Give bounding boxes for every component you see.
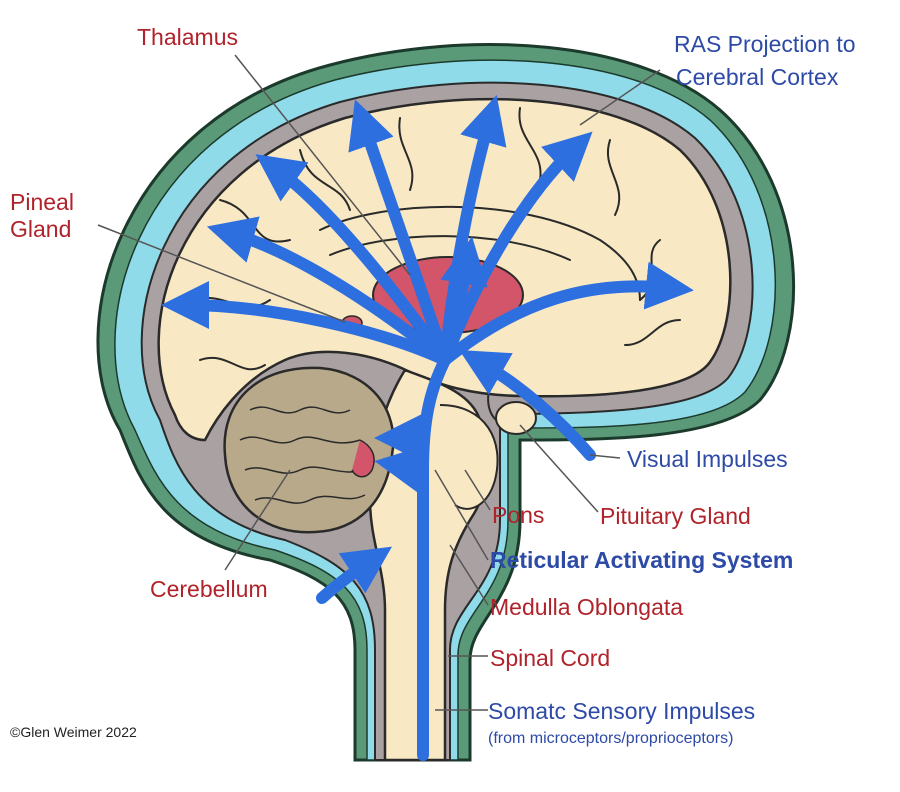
cerebellum (223, 366, 395, 534)
ras-arrow-thalamus (439, 236, 488, 366)
visual-impulse-arrow (459, 350, 596, 461)
label-spinal-cord: Spinal Cord (490, 645, 611, 671)
leader-pons (464, 469, 491, 511)
ras-arrow-posterior-2 (206, 216, 451, 366)
ras-arrow-superior-2 (348, 99, 451, 366)
label-medulla-oblongata: Medulla Oblongata (490, 594, 684, 620)
label-pons: Pons (492, 502, 545, 528)
cerebellum-input-arrow (374, 414, 429, 463)
label-pineal-gland-line1: Pineal (10, 189, 74, 215)
label-somatic-sensory-impulses: Somatc Sensory Impulses (488, 698, 756, 724)
ras-pathway-arrows (161, 94, 694, 761)
label-pituitary-gland: Pituitary Gland (600, 503, 751, 529)
leader-thalamus (234, 54, 411, 276)
leader-cerebellum (224, 469, 291, 571)
pons-bulge (439, 404, 499, 510)
label-cerebellum: Cerebellum (150, 576, 268, 602)
leader-reticular (434, 469, 489, 561)
leader-medulla (449, 544, 489, 606)
label-somatic-sensory-subtitle: (from microceptors/proprioceptors) (488, 730, 734, 747)
leader-ras-projection (579, 69, 661, 126)
label-reticular-activating-system: Reticular Activating System (490, 547, 794, 573)
ras-arrow-anterior-2 (439, 261, 694, 366)
leader-lines (97, 54, 661, 711)
leader-pineal (97, 224, 346, 323)
label-thalamus: Thalamus (137, 24, 238, 50)
label-pineal-gland-line2: Gland (10, 216, 72, 242)
copyright-credit: ©Glen Weimer 2022 (10, 724, 137, 740)
somatic-impulse-arrow (316, 546, 392, 604)
ras-arrow-superior-1 (255, 154, 451, 366)
ras-arrow-posterior-1 (161, 281, 451, 366)
leader-pituitary (519, 424, 599, 513)
cerebellum-input-arrow-2 (374, 445, 429, 493)
label-ras-projection-line2: Cerebral Cortex (676, 64, 839, 90)
label-visual-impulses: Visual Impulses (627, 446, 788, 472)
label-ras-projection-line1: RAS Projection to (674, 31, 856, 57)
leader-visual (589, 454, 621, 459)
